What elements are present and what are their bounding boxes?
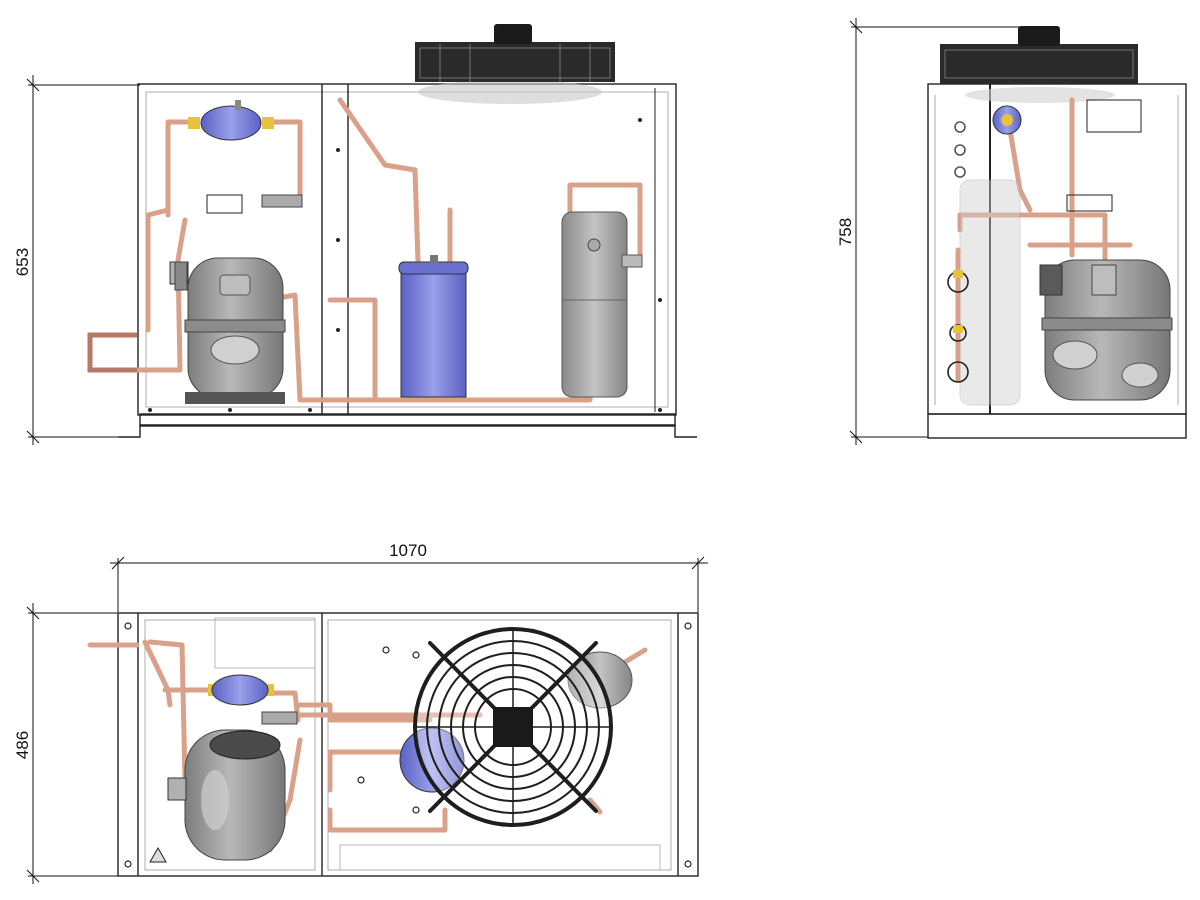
copper-pipes-front [107, 97, 643, 403]
brass-fittings-side [953, 270, 963, 333]
depth-dimension-top [26, 603, 118, 884]
fan-guard-front [415, 24, 615, 104]
bolt-holes-top [124, 622, 692, 868]
compressor-top [149, 729, 286, 863]
top-view: 1070 486 [13, 541, 708, 884]
valves-front [174, 194, 303, 291]
filter-drier-top [208, 674, 298, 725]
fan-top [413, 627, 613, 827]
dimension-label-height-side: 758 [836, 218, 855, 246]
height-dimension-side [849, 18, 1030, 445]
filter-drier-front [188, 100, 274, 141]
side-view: 758 [836, 18, 1187, 445]
filter-drier-side [992, 105, 1022, 135]
housing-top [117, 612, 699, 877]
dimension-label-height-front: 653 [13, 248, 32, 276]
fan-guard-side [940, 26, 1138, 103]
copper-pipes-top [87, 639, 648, 853]
label-plates-side [1066, 99, 1142, 212]
service-loop-front [87, 332, 137, 373]
compressor-side [1039, 259, 1173, 401]
gray-vessel-side-ghost [959, 179, 1021, 406]
bolt-holes-front [148, 118, 662, 412]
front-view: 653 [13, 24, 697, 445]
dimension-label-width-top: 1070 [389, 541, 427, 560]
compressor-front [169, 257, 286, 404]
width-dimension-top [110, 556, 708, 612]
liquid-receiver-front [398, 255, 469, 398]
gray-vessel-front [561, 211, 643, 398]
dimension-label-depth-top: 486 [13, 731, 32, 759]
base-rail-front [118, 413, 697, 438]
height-dimension-front [26, 75, 140, 445]
